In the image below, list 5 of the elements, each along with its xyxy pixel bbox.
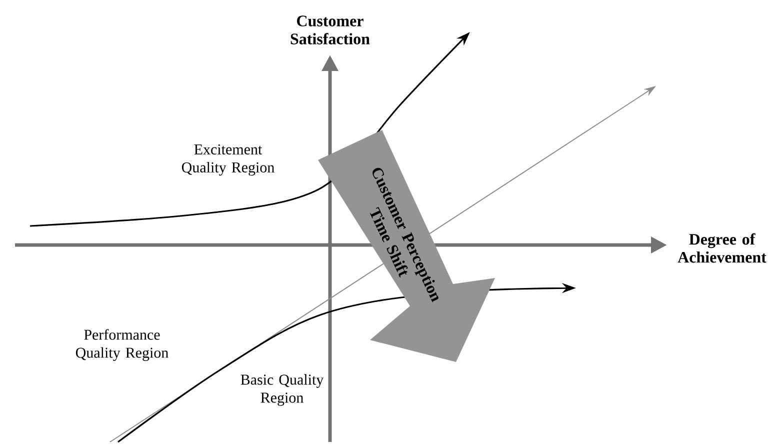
axis-title: Degree of Achievement — [678, 233, 766, 263]
region-label: Excitement Quality Region — [182, 144, 274, 176]
region-label: Basic Quality Region — [240, 374, 324, 406]
axis-title: Customer Satisfaction — [290, 16, 370, 44]
region-label: Performance Quality Region — [76, 329, 168, 361]
